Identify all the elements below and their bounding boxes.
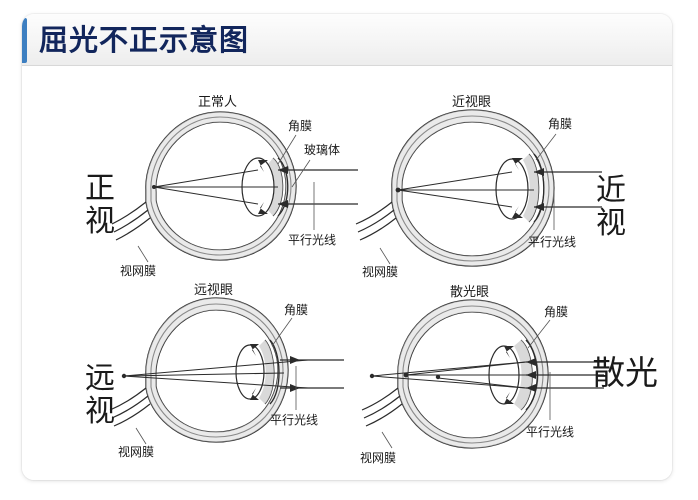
diagram-title-hyperopia: 远视眼 — [194, 283, 233, 298]
label-parallel-rays: 平行光线 — [526, 425, 574, 439]
eye-diagram-astigmatism: 散光眼 角膜 平行光线 视网膜 — [360, 285, 604, 465]
label-vitreous: 玻璃体 — [304, 143, 340, 157]
diagram-title-astigmatism: 散光眼 — [450, 285, 489, 300]
label-parallel-rays: 平行光线 — [288, 233, 336, 247]
title-accent-bar — [22, 18, 27, 63]
label-cornea: 角膜 — [544, 305, 568, 319]
panel-emmetropia: 正常人 角膜 玻璃体 平行光线 视网膜 — [82, 90, 362, 280]
label-cornea: 角膜 — [288, 119, 312, 133]
panel-myopia: 近视眼 角膜 平行光线 视网膜 — [352, 90, 632, 280]
label-retina: 视网膜 — [360, 450, 396, 465]
label-parallel-rays: 平行光线 — [270, 413, 318, 427]
eye-diagram-emmetropia: 正常人 角膜 玻璃体 平行光线 视网膜 — [111, 95, 358, 278]
diagram-title-myopia: 近视眼 — [452, 95, 491, 110]
card-body: 正常人 角膜 玻璃体 平行光线 视网膜 正视 — [22, 66, 672, 480]
eye-diagram-myopia: 近视眼 角膜 平行光线 视网膜 — [355, 95, 602, 279]
side-label-emmetropia: 正视 — [85, 171, 115, 239]
panel-hyperopia: 远视眼 角膜 平行光线 视网膜 — [84, 278, 364, 468]
content-card: 屈光不正示意图 — [22, 14, 672, 480]
label-cornea: 角膜 — [548, 117, 572, 131]
page-title: 屈光不正示意图 — [39, 23, 250, 57]
label-retina: 视网膜 — [120, 263, 156, 278]
panel-astigmatism: 散光眼 角膜 平行光线 视网膜 — [354, 278, 634, 468]
label-retina: 视网膜 — [118, 444, 154, 459]
side-label-hyperopia: 远视 — [85, 361, 115, 429]
label-parallel-rays: 平行光线 — [528, 235, 576, 249]
side-label-myopia: 近视 — [596, 173, 626, 241]
side-label-astigmatism: 散光 — [592, 353, 658, 392]
card-header: 屈光不正示意图 — [22, 14, 672, 66]
label-retina: 视网膜 — [362, 264, 398, 279]
eye-diagram-hyperopia: 远视眼 角膜 平行光线 视网膜 — [109, 283, 344, 459]
diagram-title-emmetropia: 正常人 — [198, 95, 237, 110]
label-cornea: 角膜 — [284, 303, 308, 317]
